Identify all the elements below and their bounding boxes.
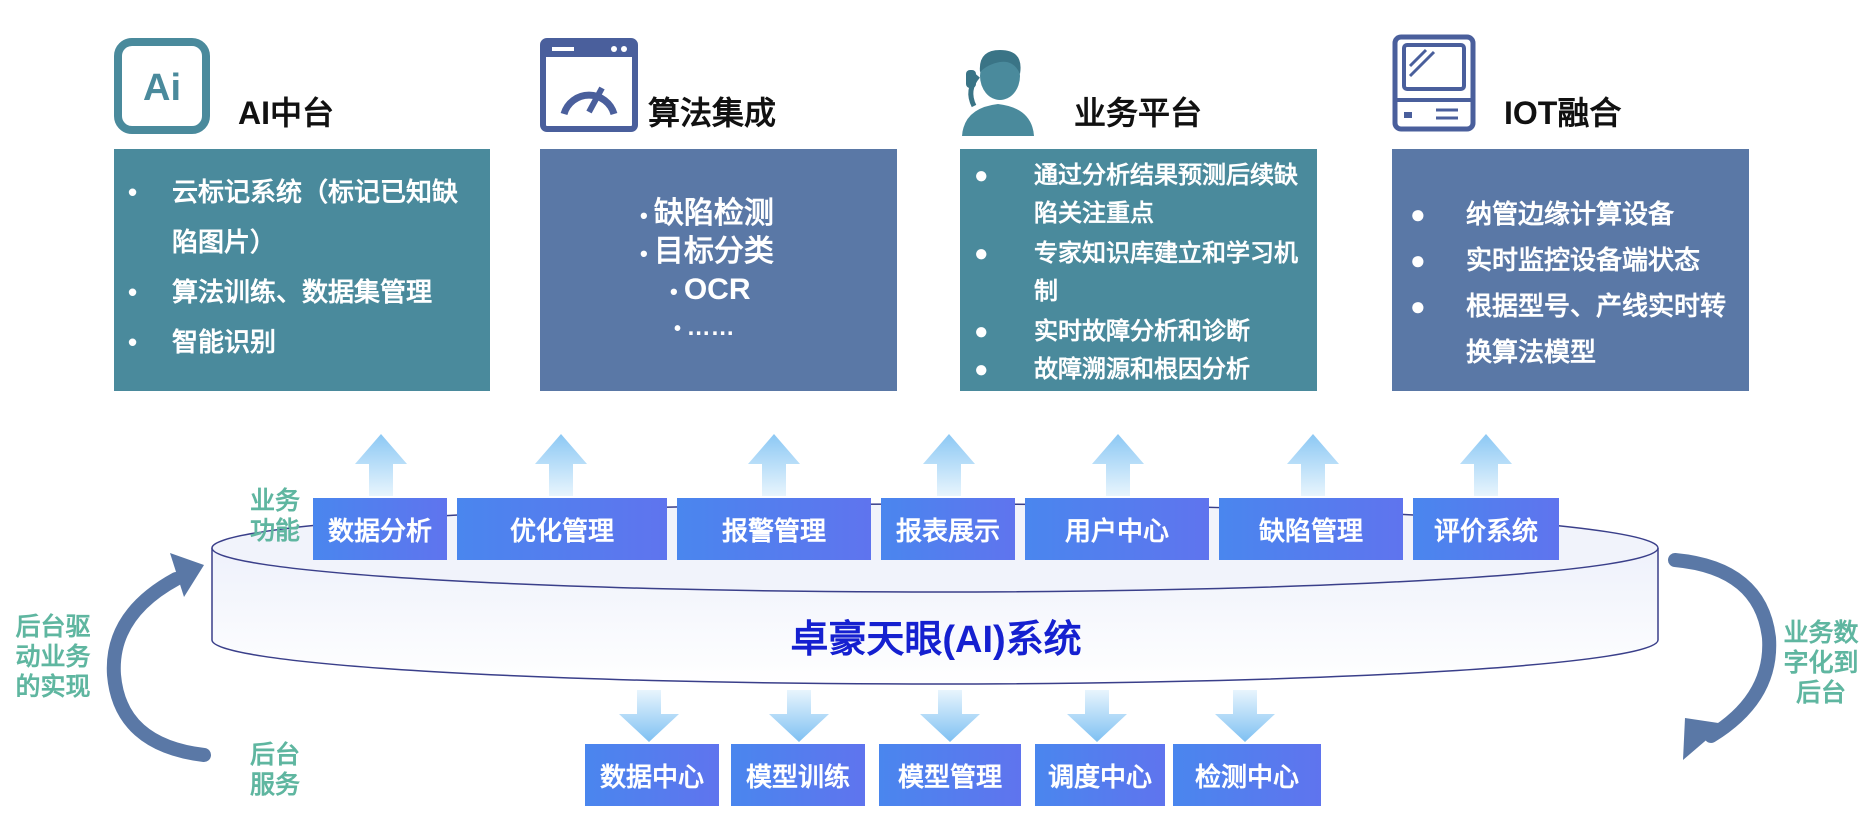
business-functions-label: 业务 功能 — [249, 487, 300, 545]
report-display-button[interactable]: 报表展示 — [881, 498, 1015, 560]
list-item: •智能识别 — [128, 327, 277, 357]
list-item: •云标记系统（标记已知缺陷图片） — [128, 177, 459, 257]
iot-integration-panel: ● 纳管边缘计算设备 ● 实时监控设备端状态 ● 根据型号、产线实时转换算法模型 — [1392, 149, 1749, 391]
arrow-down-icon — [920, 690, 980, 742]
arrow-down-icon — [1067, 690, 1127, 742]
list-item: 实时故障分析和诊断 — [1034, 318, 1250, 345]
list-item: 根据型号、产线实时转换算法模型 — [1466, 291, 1727, 367]
list-item: 通过分析结果预测后续缺陷关注重点 — [1034, 162, 1298, 227]
list-item: 故障溯源和根因分析 — [1034, 356, 1250, 383]
ai-platform-title: AI中台 — [238, 95, 335, 131]
right-cycle-arrow-icon — [1668, 553, 1777, 760]
arrow-up-icon — [1460, 434, 1512, 496]
ai-platform-panel: •云标记系统（标记已知缺陷图片） •算法训练、数据集管理 •智能识别 — [114, 149, 490, 391]
business-platform-panel: ● 通过分析结果预测后续缺陷关注重点 ● 专家知识库建立和学习机制 ● 实时故障… — [960, 149, 1317, 391]
downward-arrows — [619, 690, 1275, 742]
scheduling-center-button[interactable]: 调度中心 — [1035, 744, 1165, 806]
list-item: 纳管边缘计算设备 — [1466, 199, 1675, 229]
arrow-up-icon — [355, 434, 407, 496]
gauge-window-icon — [540, 38, 638, 132]
business-platform-title: 业务平台 — [1074, 95, 1203, 131]
detection-center-button[interactable]: 检测中心 — [1173, 744, 1321, 806]
upward-arrows — [355, 434, 1512, 496]
model-training-button[interactable]: 模型训练 — [731, 744, 865, 806]
arrow-up-icon — [535, 434, 587, 496]
list-item: 专家知识库建立和学习机制 — [1034, 240, 1298, 305]
ai-icon: Ai — [114, 38, 210, 134]
list-item: 实时监控设备端状态 — [1466, 245, 1701, 275]
arrow-up-icon — [1287, 434, 1339, 496]
list-item: • …… — [674, 314, 735, 341]
alarm-management-button[interactable]: 报警管理 — [677, 498, 871, 560]
computer-terminal-icon — [1392, 34, 1476, 132]
arrow-down-icon — [1215, 690, 1275, 742]
optimization-management-button[interactable]: 优化管理 — [457, 498, 667, 560]
algorithm-integration-panel: • 缺陷检测 • 目标分类 • OCR • …… — [540, 149, 897, 391]
user-center-button[interactable]: 用户中心 — [1025, 498, 1209, 560]
model-management-button[interactable]: 模型管理 — [879, 744, 1021, 806]
list-item: • OCR — [670, 273, 751, 306]
iot-integration-title: IOT融合 — [1504, 95, 1622, 131]
list-item: • 目标分类 — [640, 235, 774, 268]
backend-services-label: 后台 服务 — [249, 741, 300, 799]
data-center-button[interactable]: 数据中心 — [585, 744, 719, 806]
svg-text:Ai: Ai — [143, 67, 181, 109]
left-cycle-label: 后台驱 动业务 的实现 — [15, 613, 91, 701]
list-item: •算法训练、数据集管理 — [128, 277, 433, 307]
arrow-up-icon — [748, 434, 800, 496]
right-cycle-label: 业务数 字化到 后台 — [1783, 619, 1859, 707]
arrow-up-icon — [1092, 434, 1144, 496]
algorithm-integration-title: 算法集成 — [648, 95, 777, 131]
defect-management-button[interactable]: 缺陷管理 — [1219, 498, 1403, 560]
arrow-up-icon — [923, 434, 975, 496]
arrow-down-icon — [619, 690, 679, 742]
list-item: • 缺陷检测 — [640, 197, 774, 230]
data-analysis-button[interactable]: 数据分析 — [313, 498, 447, 560]
operator-headset-icon — [958, 46, 1038, 136]
evaluation-system-button[interactable]: 评价系统 — [1413, 498, 1559, 560]
system-title: 卓豪天眼(AI)系统 — [790, 619, 1082, 661]
left-cycle-arrow-icon — [106, 553, 211, 762]
arrow-down-icon — [769, 690, 829, 742]
